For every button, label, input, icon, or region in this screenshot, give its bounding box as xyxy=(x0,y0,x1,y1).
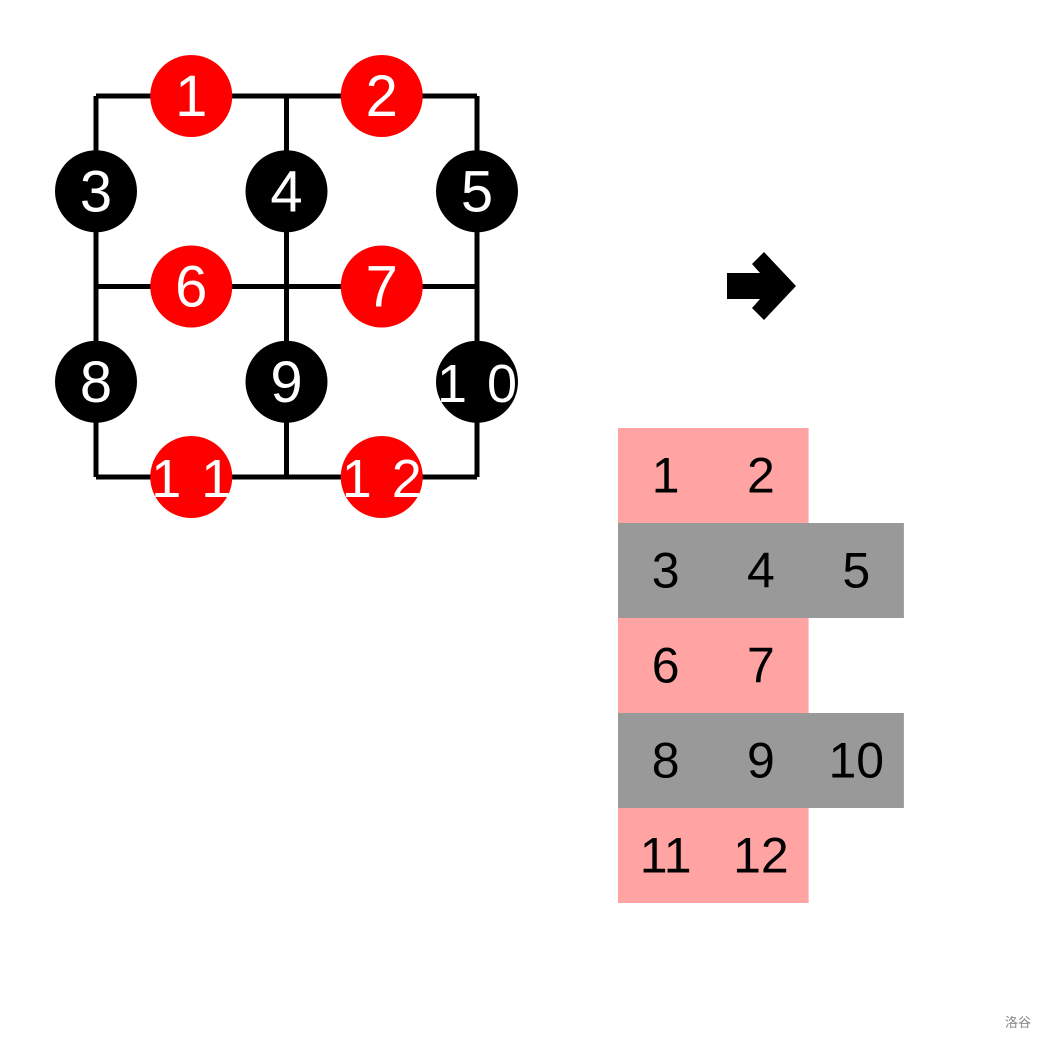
row-background xyxy=(618,808,809,903)
node-circle xyxy=(340,55,423,137)
node-circle xyxy=(245,340,328,423)
table-cell: 8 xyxy=(652,733,680,789)
node-label: 3 xyxy=(80,159,112,224)
table-row: 11 12 xyxy=(618,808,809,903)
node-circle xyxy=(436,150,518,233)
table-cell: 2 xyxy=(747,448,775,504)
node-label: 4 xyxy=(270,159,302,224)
grid-node: 2 xyxy=(340,55,423,137)
grid-node: 12 xyxy=(340,436,423,518)
row-background xyxy=(618,713,904,808)
node-circle xyxy=(150,245,233,328)
table-row: 8 9 10 xyxy=(618,713,904,808)
grid-node: 8 xyxy=(55,340,137,423)
table-cell: 3 xyxy=(652,543,680,599)
grid-node: 5 xyxy=(436,150,518,233)
grid-node: 10 xyxy=(436,340,518,423)
table-cell: 12 xyxy=(733,828,789,884)
table-cell: 10 xyxy=(828,733,884,789)
table-cell: 6 xyxy=(652,638,680,694)
node-label: 5 xyxy=(461,159,493,224)
node-circle xyxy=(150,436,233,518)
right-arrow-icon xyxy=(727,252,796,320)
table-cell: 11 xyxy=(640,828,692,884)
grid-node: 4 xyxy=(245,150,328,233)
node-circle xyxy=(340,245,423,328)
node-circle xyxy=(55,150,137,233)
row-background xyxy=(618,428,809,523)
table-cell: 9 xyxy=(747,733,775,789)
grid-node: 11 xyxy=(150,436,233,518)
node-circle xyxy=(340,436,423,518)
node-label: 7 xyxy=(366,255,398,320)
table-cell: 1 xyxy=(652,448,680,504)
node-label: 9 xyxy=(270,350,302,415)
grid-node: 6 xyxy=(150,245,233,328)
row-background xyxy=(618,523,904,618)
node-label: 6 xyxy=(175,255,207,320)
table-cell: 7 xyxy=(747,638,775,694)
node-circle xyxy=(245,150,328,233)
node-label: 1 xyxy=(175,64,207,129)
node-circle xyxy=(55,340,137,423)
row-background xyxy=(618,618,809,713)
node-circle xyxy=(436,340,518,423)
node-label: 8 xyxy=(80,350,112,415)
table-cell: 4 xyxy=(747,543,775,599)
grid-node: 1 xyxy=(150,55,233,137)
table-cell: 5 xyxy=(842,543,870,599)
grid-node: 9 xyxy=(245,340,328,423)
node-circle xyxy=(150,55,233,137)
grid-node: 7 xyxy=(340,245,423,328)
node-label: 2 xyxy=(366,64,398,129)
grid-node: 3 xyxy=(55,150,137,233)
watermark: 洛谷 xyxy=(1004,1016,1031,1031)
table-row: 3 4 5 xyxy=(618,523,904,618)
